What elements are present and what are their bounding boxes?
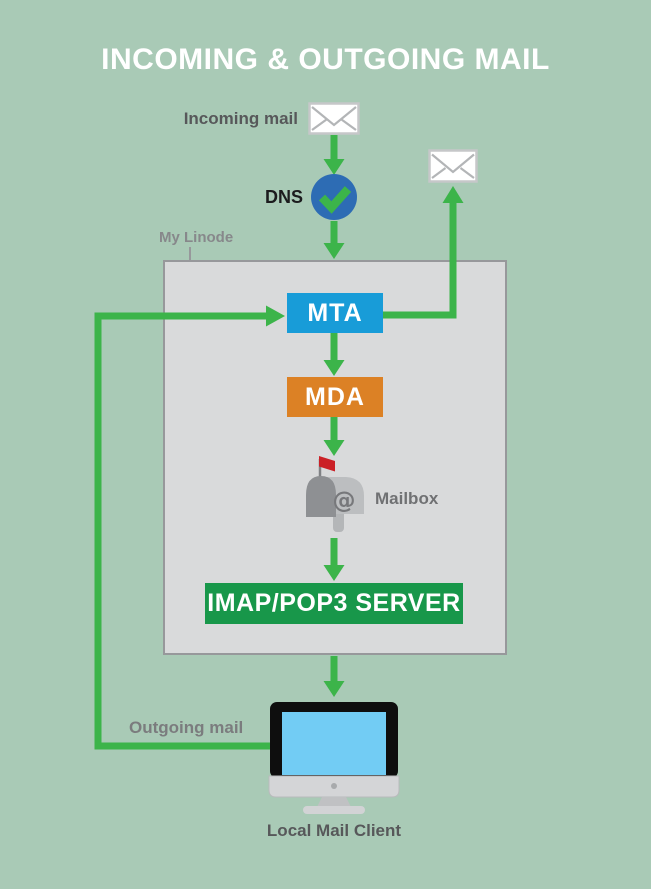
page-title: INCOMING & OUTGOING MAIL <box>101 43 550 76</box>
my-linode-connector-line <box>189 247 191 260</box>
desktop-computer-icon <box>268 702 400 814</box>
mailbox-label: Mailbox <box>375 489 439 508</box>
my-linode-label: My Linode <box>159 229 234 246</box>
arrow-envelope-to-dns <box>323 135 345 175</box>
mta-label: MTA <box>307 298 363 327</box>
incoming-mail-label: Incoming mail <box>183 109 298 128</box>
outgoing-mail-label: Outgoing mail <box>129 718 244 737</box>
computer-screen <box>282 712 386 775</box>
imap-pop3-server-node: IMAP/POP3 SERVER <box>205 583 463 624</box>
mda-label: MDA <box>305 382 365 411</box>
imap-pop3-server-label: IMAP/POP3 SERVER <box>207 589 461 617</box>
dns-label: DNS <box>264 187 303 207</box>
arrow-dns-to-linode <box>323 221 345 259</box>
sent-envelope-icon <box>428 149 478 183</box>
local-mail-client-label: Local Mail Client <box>266 821 402 840</box>
dns-checkmark-circle-icon <box>311 174 357 220</box>
arrow-imap-to-client <box>323 656 345 697</box>
mda-node: MDA <box>287 377 383 417</box>
mta-node: MTA <box>287 293 383 333</box>
incoming-envelope-icon <box>308 102 360 135</box>
